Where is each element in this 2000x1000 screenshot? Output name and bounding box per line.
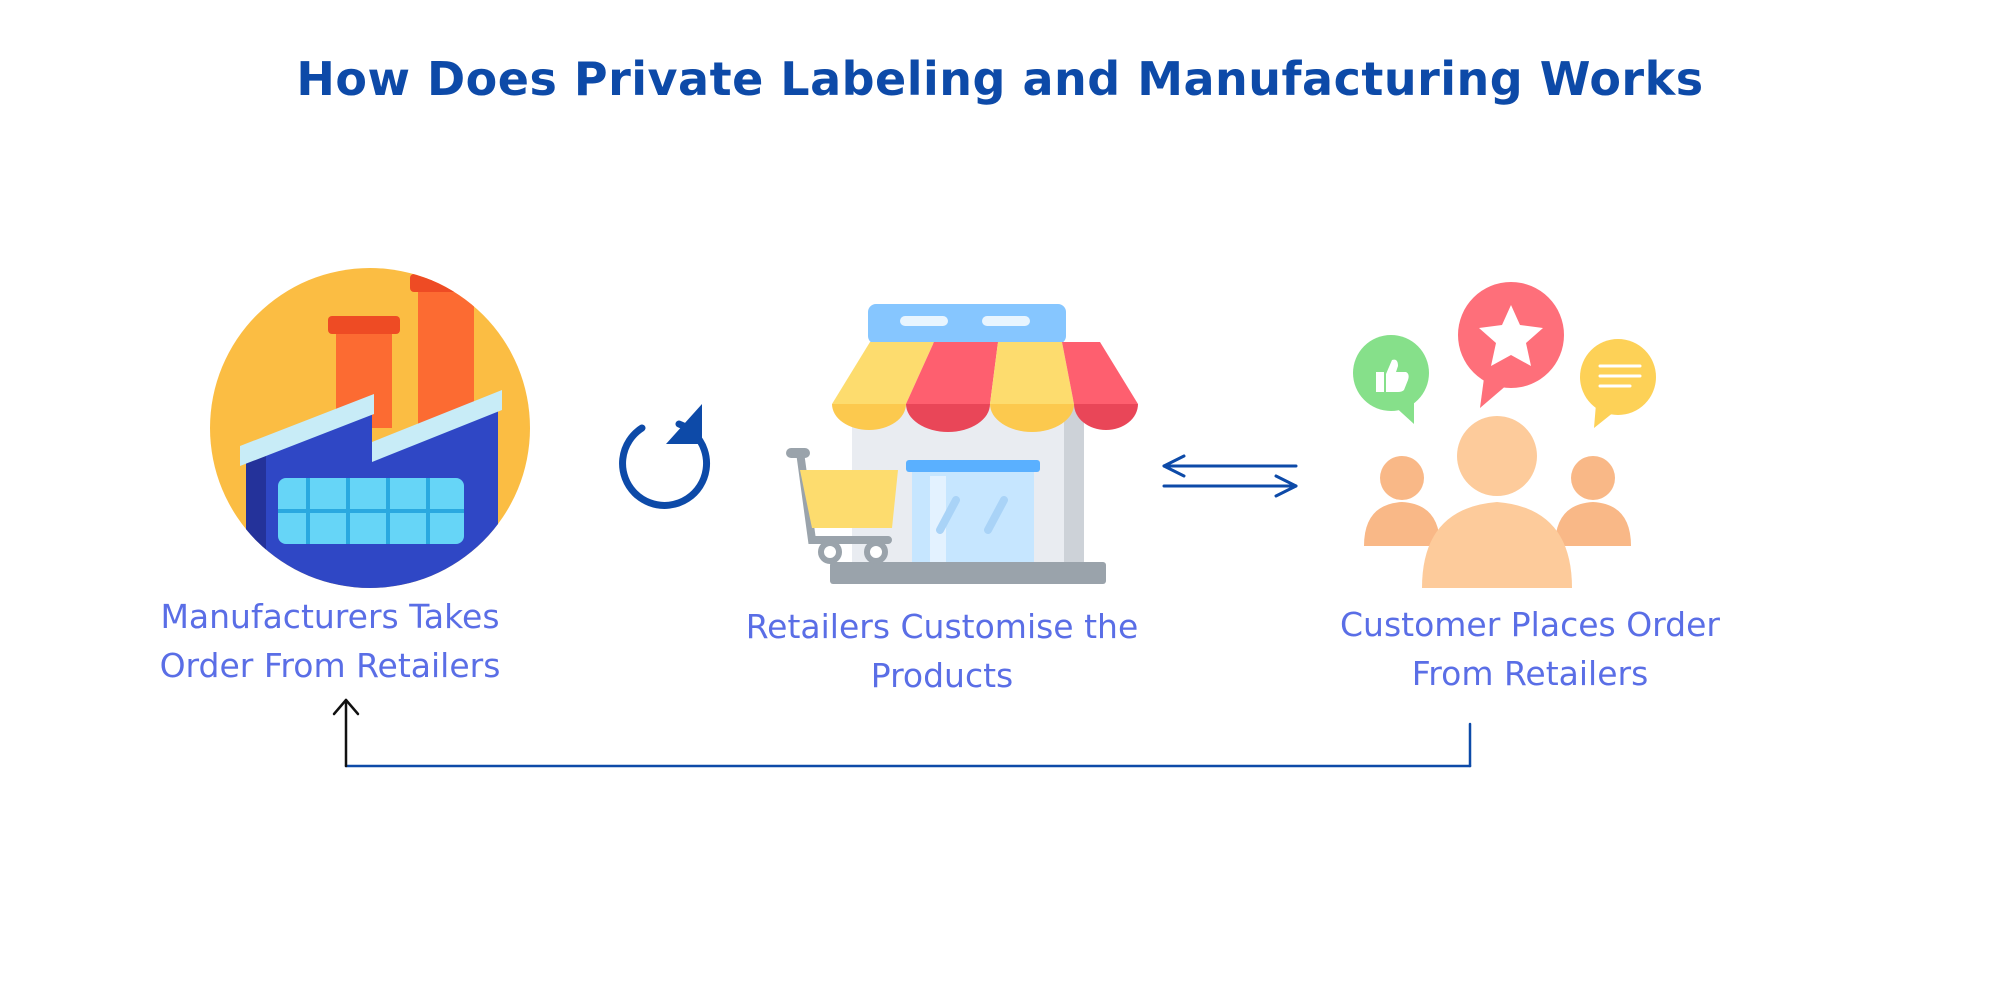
cycle-arrow-icon <box>619 404 710 509</box>
step-label-line: Retailers Customise the <box>745 607 1139 646</box>
two-way-arrows-icon <box>1162 454 1298 498</box>
step-label-line: Customer Places Order <box>1340 605 1720 644</box>
customers-feedback-icon <box>1353 282 1656 588</box>
step-label-line: Order From Retailers <box>159 646 501 685</box>
factory-icon <box>210 268 530 588</box>
diagram-title: How Does Private Labeling and Manufactur… <box>296 52 1704 106</box>
step-label-manufacturer: Manufacturers Takes Order From Retailers <box>130 592 530 690</box>
step-label-retailer: Retailers Customise the Products <box>722 602 1162 700</box>
step-label-line: Manufacturers Takes <box>160 597 500 636</box>
step-label-line: From Retailers <box>1411 654 1649 693</box>
return-arrow-icon <box>332 698 1472 768</box>
step-label-customer: Customer Places Order From Retailers <box>1320 600 1740 698</box>
step-label-line: Products <box>870 656 1014 695</box>
storefront-icon <box>786 304 1138 584</box>
